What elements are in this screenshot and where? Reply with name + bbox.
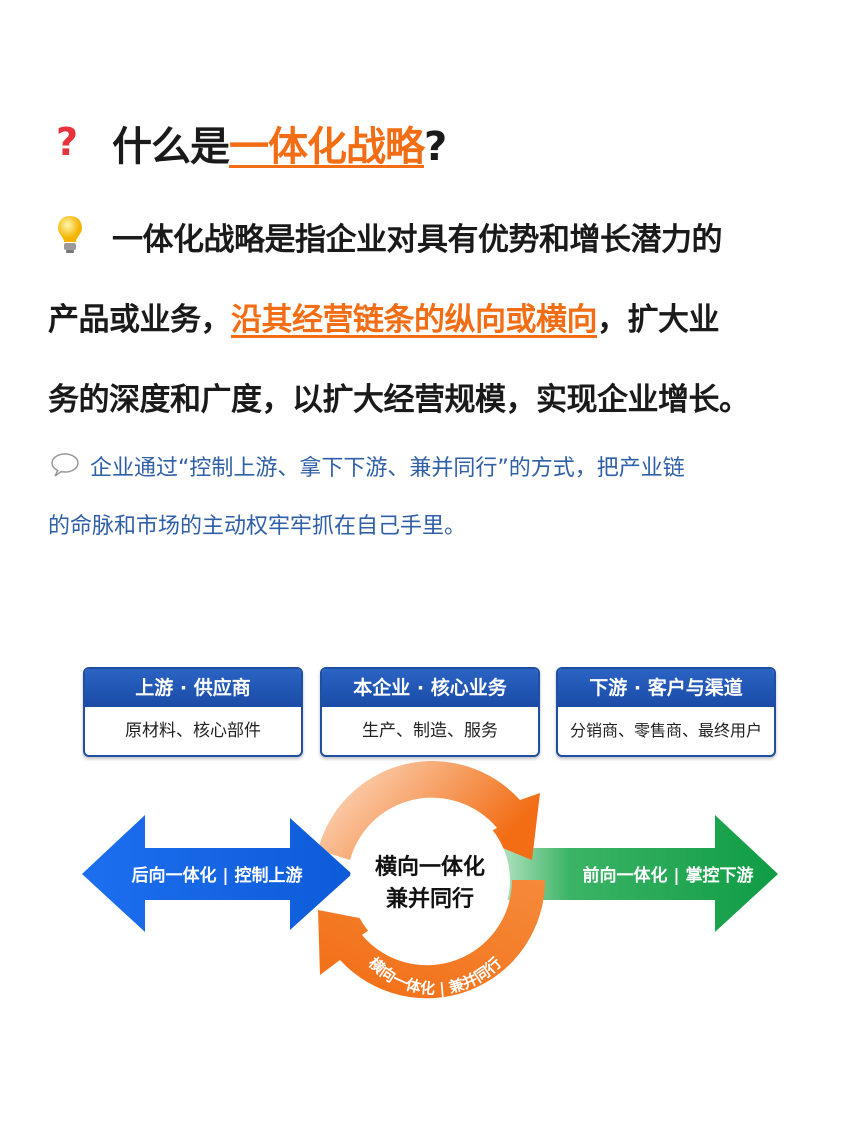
forward-integration-arrow <box>480 815 778 932</box>
center-label-line-1: 横向一体化 <box>375 854 485 880</box>
box-header: 上游 · 供应商 <box>85 669 301 707</box>
box-body: 生产、制造、服务 <box>362 721 498 741</box>
downstream-box: 下游 · 客户与渠道 分销商、零售商、最终用户 <box>556 667 776 757</box>
note-line-2: 的命脉和市场的主动权牢牢抓在自己手里。 <box>48 514 467 539</box>
integration-diagram: 后向一体化 | 控制上游 前向一体化 | 掌控下游 横向一体化 兼并同行 横向一… <box>82 761 778 999</box>
note-line-1: 企业通过“控制上游、拿下下游、兼并同行”的方式，把产业链 <box>90 456 685 481</box>
box-header: 本企业 · 核心业务 <box>322 669 538 707</box>
box-body: 原材料、核心部件 <box>125 721 261 741</box>
definition-line-2: 产品或业务，沿其经营链条的纵向或横向，扩大业 <box>48 294 720 339</box>
core-business-box: 本企业 · 核心业务 生产、制造、服务 <box>320 667 540 757</box>
cycle-arrow-bottom <box>318 880 546 999</box>
box-header: 下游 · 客户与渠道 <box>558 669 774 707</box>
title-prefix: 什么是 <box>112 124 230 170</box>
definition-text: ，扩大业 <box>597 302 720 338</box>
definition-highlight: 沿其经营链条的纵向或横向 <box>231 302 598 338</box>
upstream-box: 上游 · 供应商 原材料、核心部件 <box>83 667 303 757</box>
title-highlight: 一体化战略 <box>229 124 425 170</box>
box-body: 分销商、零售商、最终用户 <box>569 721 762 740</box>
page-title: 什么是一体化战略? <box>112 114 447 172</box>
center-label-line-2: 兼并同行 <box>386 886 474 912</box>
definition-text: 产品或业务， <box>48 302 232 338</box>
center-circle <box>350 800 510 960</box>
speech-bubble-icon <box>51 453 79 477</box>
left-arrow-label: 后向一体化 | 控制上游 <box>131 865 302 886</box>
right-arrow-label: 前向一体化 | 掌控下游 <box>582 865 753 886</box>
question-mark-icon: ? <box>56 120 79 164</box>
definition-line-1: 一体化战略是指企业对具有优势和增长潜力的 <box>112 222 723 258</box>
light-bulb-icon <box>58 216 82 253</box>
title-suffix: ? <box>424 124 447 170</box>
definition-line-3: 务的深度和广度，以扩大经营规模，实现企业增长。 <box>48 382 750 418</box>
backward-integration-arrow <box>82 815 352 932</box>
